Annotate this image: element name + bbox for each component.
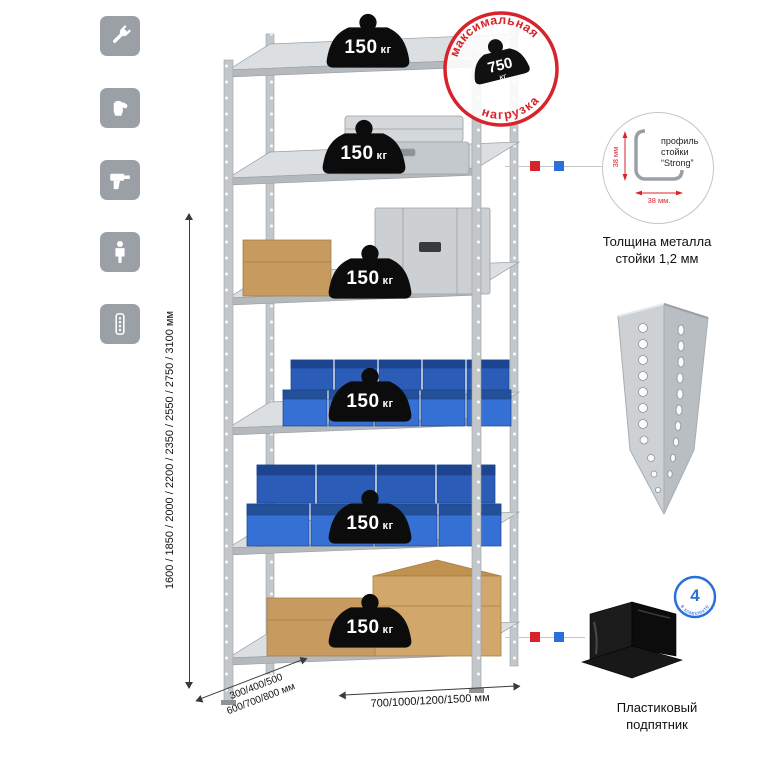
wrench-icon	[113, 25, 131, 43]
weight-icon	[328, 244, 412, 299]
large-blue-bins	[246, 464, 502, 547]
feature-tile-person	[100, 232, 140, 272]
feature-tile-tools	[100, 16, 140, 56]
load-unit: кг	[382, 398, 394, 410]
kit-quantity-value: 4	[690, 586, 700, 605]
weight-icon	[328, 593, 412, 648]
foot-caption: Пластиковый подпятник	[616, 700, 698, 732]
post-holes	[638, 323, 685, 493]
plastic-foot-image	[581, 601, 683, 679]
marker-blue-bottom	[554, 632, 564, 642]
profile-caption: Толщина металла стойки 1,2 мм	[602, 234, 712, 266]
load-value: 150	[340, 143, 374, 164]
profile-label-1: профиль	[661, 136, 699, 146]
weight-icon	[322, 119, 406, 174]
weight-icon	[328, 489, 412, 544]
height-dimension-label: 1600 / 1850 / 2000 / 2200 / 2350 / 2550 …	[164, 310, 176, 590]
load-value: 150	[344, 37, 378, 58]
post-profile-drawing	[634, 129, 684, 181]
profile-detail-callout: 38 мм 38 мм. профиль стойки “Strong”	[602, 112, 714, 224]
feature-tile-post	[100, 304, 140, 344]
profile-dim-vertical: 38 мм	[611, 147, 620, 168]
load-value: 150	[346, 617, 380, 638]
profile-dimension-lines	[622, 131, 683, 196]
perforated-post-icon	[115, 313, 125, 335]
load-unit: кг	[380, 44, 392, 56]
marker-red-bottom	[530, 632, 540, 642]
load-value: 150	[346, 268, 380, 289]
person-icon	[115, 240, 125, 263]
perforated-post-image	[617, 303, 709, 515]
height-dimension-line	[185, 213, 194, 689]
load-unit: кг	[382, 624, 394, 636]
stamp-weight-icon	[474, 39, 530, 85]
profile-dim-horizontal: 38 мм.	[648, 196, 671, 205]
feature-tile-drill	[100, 160, 140, 200]
feature-tile-gloves	[100, 88, 140, 128]
callout-connector-bottom	[505, 637, 585, 638]
stamp-value: 750	[486, 54, 514, 77]
load-unit: кг	[382, 520, 394, 532]
marker-red-top	[530, 161, 540, 171]
load-unit: кг	[376, 150, 388, 162]
callout-connector-top	[505, 166, 602, 167]
load-unit: кг	[382, 275, 394, 287]
kit-quantity-badge: 4 в комплекте	[672, 574, 718, 620]
marker-blue-top	[554, 161, 564, 171]
drill-icon	[110, 173, 130, 190]
load-value: 150	[346, 391, 380, 412]
glove-icon	[113, 101, 128, 116]
weight-icon	[328, 367, 412, 422]
load-value: 150	[346, 513, 380, 534]
profile-label-3: “Strong”	[661, 158, 694, 168]
stamp-unit: кг	[498, 71, 508, 83]
weight-icon	[326, 13, 410, 68]
max-load-stamp: максимальная нагрузка 750 кг	[425, 0, 578, 145]
profile-label-2: стойки	[661, 147, 689, 157]
